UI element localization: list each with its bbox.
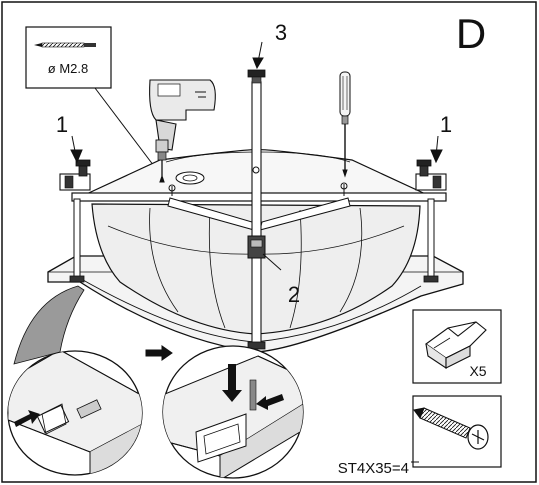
callout-number-center-leg: 3 [275,20,287,45]
drill-bit-box: ø M2.8 [25,26,112,89]
drill-bit-pointer [94,87,161,175]
screw-spec: ST4X35=4 [338,460,409,477]
mounting-clip-icon [425,321,487,370]
push-down-arrow-icon [222,364,242,402]
screw-icon [413,407,489,450]
clip-part-box: X5 [412,309,502,384]
callout-number-center-clamp: 2 [288,282,300,307]
center-leg-nut [247,69,266,84]
callout-arrows [70,41,443,271]
screwdriver-icon [339,71,351,178]
callout-number-bracket-left: 1 [56,112,68,137]
clip-quantity: X5 [469,363,486,379]
push-left-arrow-icon [256,394,284,410]
corner-bracket-left [59,159,91,191]
step-letter: D [456,10,486,57]
detail-view-right [162,345,304,479]
detail-callout-wedge [13,285,85,365]
direction-arrow-icon [145,345,173,361]
drill-bit-icon [34,42,96,48]
drill-bit-diameter: ø M2.8 [48,61,88,76]
insert-arrow-icon [14,410,40,427]
screw-part-box [412,395,502,468]
callout-number-bracket-right: 1 [440,112,452,137]
corner-bracket-right [415,159,447,191]
support-frame [69,81,447,350]
power-drill-icon [149,79,216,183]
